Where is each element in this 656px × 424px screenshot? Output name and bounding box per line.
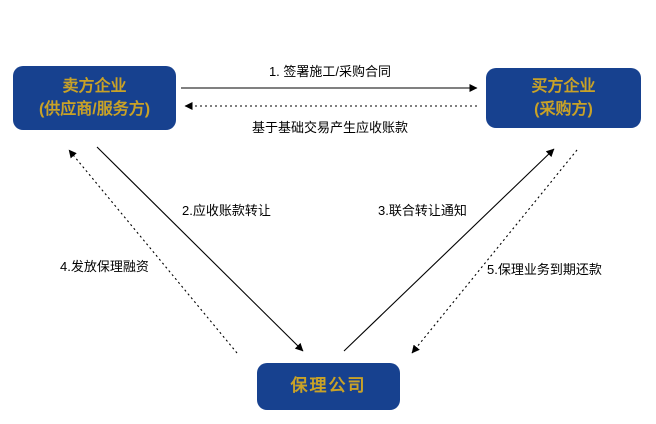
edge-label-transfer: 2.应收账款转让: [182, 203, 271, 218]
edge-label-notice: 3.联合转让通知: [378, 203, 467, 218]
edge-label-repayment: 5.保理业务到期还款: [487, 262, 602, 277]
arrow-financing-icon: [68, 149, 238, 354]
node-buyer-subtitle: (采购方): [534, 101, 593, 118]
node-factor: 保理公司: [257, 363, 400, 410]
arrow-repayment-icon: [411, 149, 578, 354]
node-buyer-title: 买方企业: [531, 77, 596, 95]
arrow-notice-icon: [343, 148, 555, 352]
node-seller-title: 卖方企业: [62, 77, 127, 95]
arrow-transfer-icon: [96, 146, 304, 352]
node-buyer: 买方企业 (采购方): [486, 68, 641, 128]
edge-label-contract: 1. 签署施工/采购合同: [268, 64, 392, 79]
node-seller: 卖方企业 (供应商/服务方): [13, 66, 176, 130]
edge-label-receivable: 基于基础交易产生应收账款: [251, 120, 408, 135]
edge-label-financing: 4.发放保理融资: [60, 259, 149, 274]
node-factor-title: 保理公司: [290, 376, 367, 396]
node-seller-subtitle: (供应商/服务方): [38, 101, 151, 118]
